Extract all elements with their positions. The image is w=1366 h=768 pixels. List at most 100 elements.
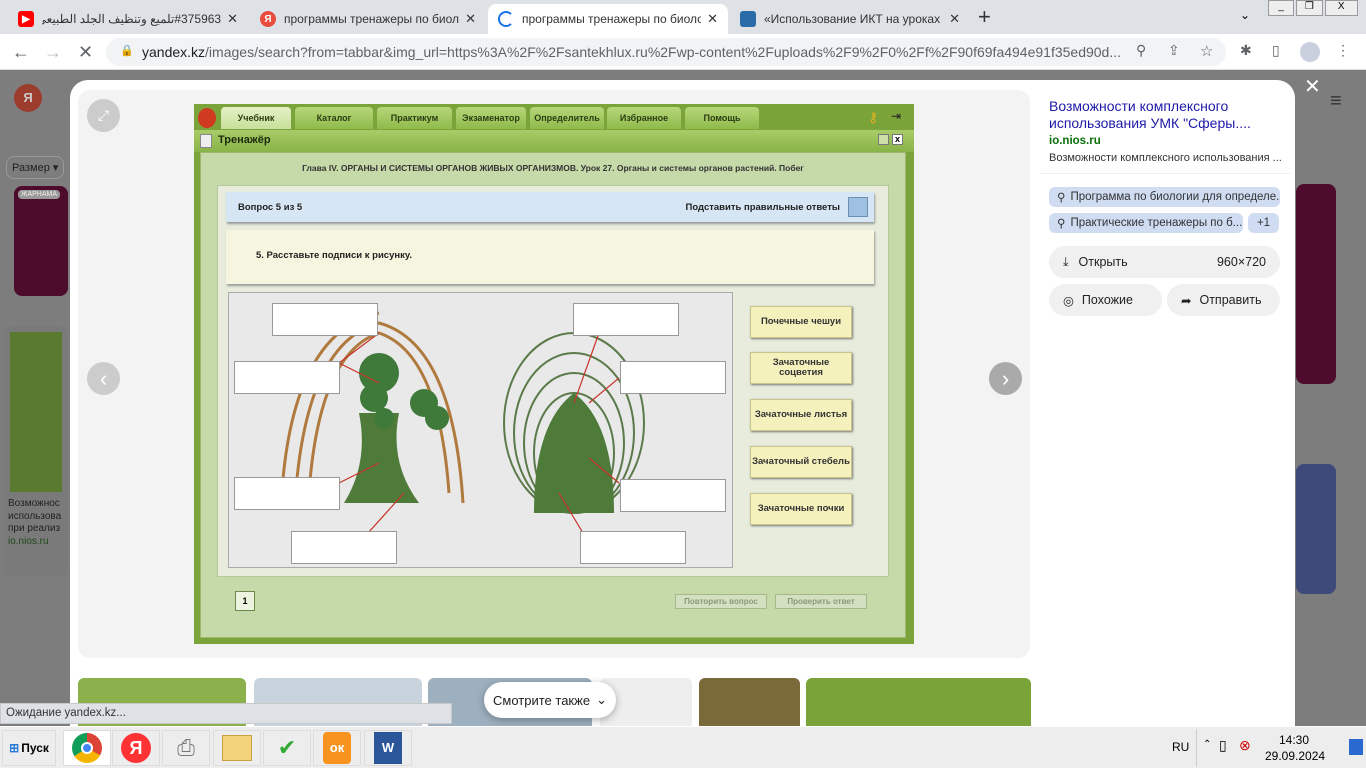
similar-thumbnail[interactable] xyxy=(699,678,800,726)
system-tray: ⌃ ▯ ⊗ 14:30 29.09.2024 xyxy=(1196,729,1366,767)
share-button[interactable]: ➦Отправить xyxy=(1167,284,1280,316)
result-thumbnail xyxy=(10,332,62,492)
close-window-button[interactable]: X xyxy=(1324,0,1359,16)
back-icon[interactable]: ← xyxy=(12,42,30,62)
lens-icon: ◎ xyxy=(1063,293,1074,308)
chrome-taskbar-button[interactable] xyxy=(63,730,111,766)
taskbar: ⊞Пуск Я ⎙ ✔ ок W RU ⌃ ▯ ⊗ 14:30 29.09.20… xyxy=(0,726,1366,768)
answer-slot[interactable] xyxy=(620,479,726,512)
zoom-icon[interactable]: ⚲ xyxy=(1136,42,1147,58)
profile-avatar[interactable] xyxy=(1300,42,1320,62)
question-area: Вопрос 5 из 5 Подставить правильные отве… xyxy=(217,185,889,577)
start-button[interactable]: ⊞Пуск xyxy=(2,730,56,766)
prev-image-button[interactable]: ‹ xyxy=(87,362,120,395)
show-desktop-icon[interactable] xyxy=(1349,739,1363,755)
odnoklassniki-taskbar-button[interactable]: ок xyxy=(313,730,361,766)
share-icon[interactable]: ⇪ xyxy=(1168,42,1180,58)
source-title-link[interactable]: Возможности комплексного использования У… xyxy=(1049,98,1251,131)
answer-slot[interactable] xyxy=(580,531,686,564)
close-tab-icon[interactable]: ✕ xyxy=(227,11,238,26)
yandex-browser-icon: Я xyxy=(121,733,151,763)
forward-icon[interactable]: → xyxy=(44,42,62,62)
word-taskbar-button[interactable]: W xyxy=(364,730,412,766)
close-viewer-icon[interactable]: ✕ xyxy=(1304,76,1321,98)
url-input[interactable]: 🔒 yandex.kz/images/search?from=tabbar&im… xyxy=(106,38,1226,66)
check-answer-button: Проверить ответ xyxy=(775,594,867,609)
answer-slot[interactable] xyxy=(234,477,340,510)
result-card-right[interactable] xyxy=(1296,184,1336,384)
result-card[interactable]: Возможнос использова при реализ io.nios.… xyxy=(4,326,68,576)
trainer-body: Глава IV. ОРГАНЫ И СИСТЕМЫ ОРГАНОВ ЖИВЫХ… xyxy=(200,152,906,638)
fullscreen-icon[interactable]: ⤢ xyxy=(87,99,120,132)
draggable-label[interactable]: Зачаточные почки xyxy=(750,493,852,525)
related-query-chip[interactable]: ⚲Программа по биологии для определе... xyxy=(1049,187,1280,207)
answer-slot[interactable] xyxy=(234,361,340,394)
related-query-chip[interactable]: ⚲Практические тренажеры по б... xyxy=(1049,213,1243,233)
size-filter[interactable]: Размер ▾ xyxy=(6,156,65,179)
draggable-label[interactable]: Зачаточные соцветия xyxy=(750,352,852,384)
draggable-label[interactable]: Зачаточный стебель xyxy=(750,446,852,478)
answer-slot[interactable] xyxy=(573,303,679,336)
network-icon[interactable]: ▯ xyxy=(1219,737,1227,753)
inflorescence-buds xyxy=(359,353,449,430)
tab-ikt[interactable]: «Использование ИКТ на уроках хи✕ xyxy=(730,4,970,34)
trainer-tab: Практикум xyxy=(377,107,452,129)
more-chips-button[interactable]: +1 xyxy=(1248,213,1279,233)
bookmark-star-icon[interactable]: ☆ xyxy=(1200,43,1214,60)
draggable-label[interactable]: Почечные чешуи xyxy=(750,306,852,338)
menu-icon[interactable]: ⋮ xyxy=(1336,42,1350,58)
download-icon: ⤓ xyxy=(1063,254,1069,269)
explorer-taskbar-button[interactable] xyxy=(213,730,261,766)
yandex-taskbar-button[interactable]: Я xyxy=(112,730,160,766)
check-icon: ✔ xyxy=(277,735,297,760)
answer-slot[interactable] xyxy=(272,303,378,336)
language-indicator[interactable]: RU xyxy=(1172,740,1190,754)
trainer-tab: Учебник xyxy=(221,107,291,129)
source-domain-link[interactable]: io.nios.ru xyxy=(1049,135,1101,147)
draggable-label[interactable]: Зачаточные листья xyxy=(750,399,852,431)
safely-remove-icon[interactable]: ⊗ xyxy=(1239,737,1251,753)
next-image-button[interactable]: › xyxy=(989,362,1022,395)
source-panel: Возможности комплексного использования У… xyxy=(1040,90,1290,326)
new-tab-button[interactable]: + xyxy=(978,4,991,29)
result-card-right-2[interactable] xyxy=(1296,464,1336,594)
show-hidden-icons[interactable]: ⌃ xyxy=(1203,739,1212,750)
printer-taskbar-button[interactable]: ⎙ xyxy=(162,730,210,766)
similar-button[interactable]: ◎Похожие xyxy=(1049,284,1162,316)
hamburger-menu-icon[interactable]: ≡ xyxy=(1330,90,1342,112)
divider xyxy=(1040,173,1290,174)
trainer-screenshot[interactable]: Учебник Каталог Практикум Экзаменатор Оп… xyxy=(194,104,914,644)
show-answers-icon xyxy=(848,197,868,217)
trainer-tab: Помощь xyxy=(685,107,759,129)
tab-active[interactable]: программы тренажеры по биологи✕ xyxy=(488,4,728,34)
close-tab-icon[interactable]: ✕ xyxy=(465,11,476,26)
answer-slot[interactable] xyxy=(291,531,397,564)
trainer-tab: Избранное xyxy=(607,107,681,129)
ad-card[interactable]: ЖАРНАМА xyxy=(14,186,68,296)
tab-search-icon[interactable]: ⌄ xyxy=(1240,8,1251,22)
apple-icon xyxy=(198,108,216,128)
folder-icon xyxy=(222,735,252,761)
ad-panel xyxy=(1040,332,1290,726)
close-tab-icon[interactable]: ✕ xyxy=(707,11,718,26)
stop-icon[interactable]: ✕ xyxy=(78,42,94,62)
yandex-logo[interactable]: Я xyxy=(14,84,42,112)
extensions-icon[interactable]: ✱ xyxy=(1240,42,1252,58)
antivirus-taskbar-button[interactable]: ✔ xyxy=(263,730,311,766)
similar-thumbnail[interactable] xyxy=(806,678,1031,726)
chrome-icon xyxy=(72,733,102,763)
sidepanel-icon[interactable]: ▯ xyxy=(1272,42,1280,58)
see-also-button[interactable]: Смотрите также⌄ xyxy=(484,682,616,718)
printer-icon: ⎙ xyxy=(177,735,195,760)
answer-slot[interactable] xyxy=(620,361,726,394)
vegetative-bud-stem xyxy=(344,413,419,503)
close-tab-icon[interactable]: ✕ xyxy=(949,11,960,26)
tab-youtube[interactable]: ▶#375963تلميع وتنظيف الجلد الطبيعي✕ xyxy=(8,4,248,34)
restore-button[interactable]: ❐ xyxy=(1296,0,1323,16)
repeat-question-button: Повторить вопрос xyxy=(675,594,767,609)
clipboard-icon xyxy=(200,134,212,148)
search-icon: ⚲ xyxy=(1057,192,1066,204)
minimize-button[interactable]: _ xyxy=(1268,0,1295,16)
